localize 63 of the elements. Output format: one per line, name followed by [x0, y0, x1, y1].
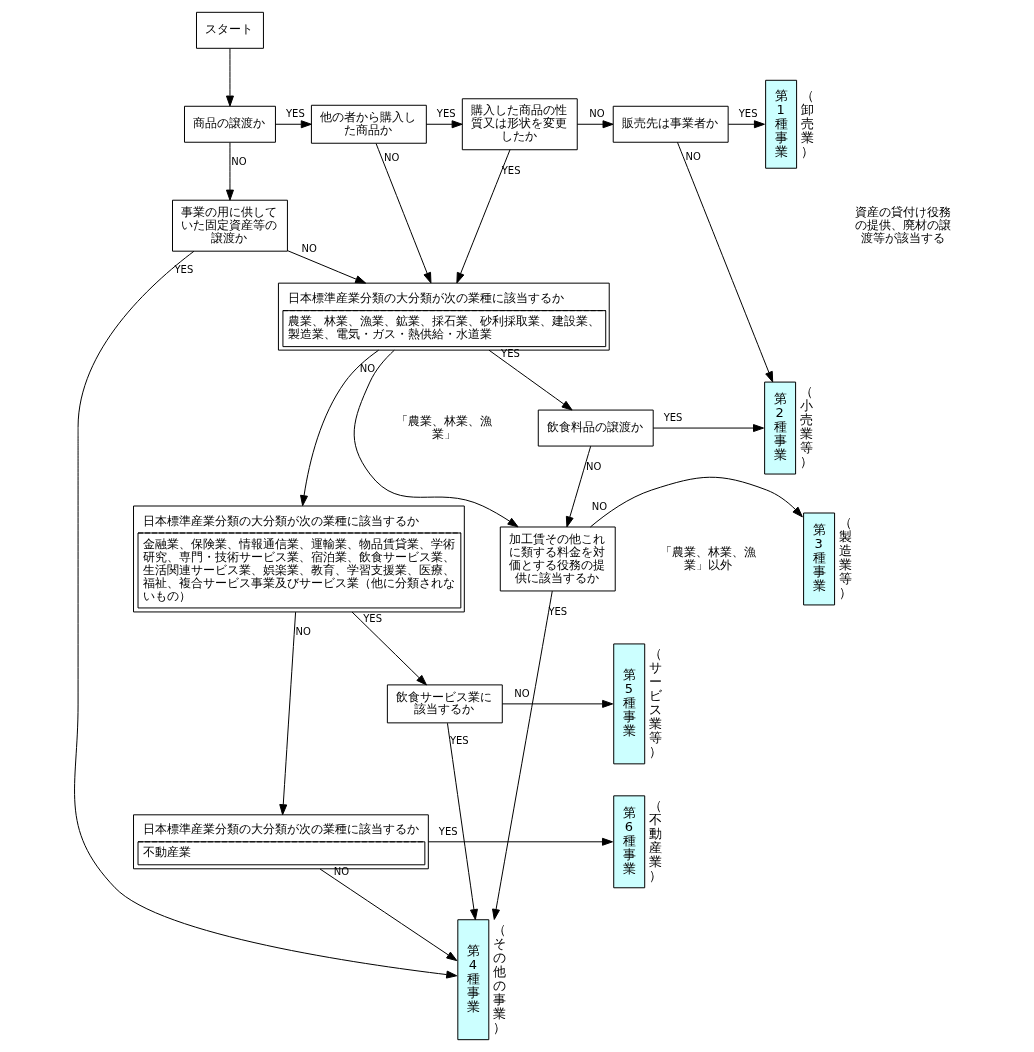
node-box: 飲食料品の譲渡か: [537, 409, 654, 447]
edge-label: NO: [301, 243, 317, 255]
arrow: [676, 141, 773, 383]
arrow: [727, 120, 765, 129]
edge-label: YES: [362, 612, 382, 624]
arrow: [353, 349, 518, 528]
arrow: [501, 699, 613, 708]
node-box: 販売先は事業者か: [612, 105, 729, 143]
edge-label: NO: [513, 688, 530, 700]
edge-label: NO: [383, 152, 399, 164]
arrow: [491, 590, 553, 920]
edge-label: YES: [174, 264, 193, 276]
arrow: [375, 143, 431, 284]
arrow: [274, 120, 312, 129]
edge-label: NO: [591, 500, 607, 512]
node-box: 飲食サービス業に該当するか: [386, 684, 503, 724]
arrow: [278, 611, 296, 816]
edge-label: YES: [438, 826, 458, 837]
edge-label: YES: [738, 108, 757, 120]
node-label: （その他の事業）: [492, 922, 506, 1036]
label: 「農業、林業、漁業」以外: [659, 544, 756, 572]
edge-label: YES: [501, 165, 521, 177]
node-label: （卸売業）: [800, 87, 814, 159]
arrow: [488, 349, 573, 411]
arrow: [319, 868, 457, 962]
edge-label: YES: [436, 108, 456, 120]
arrow: [652, 424, 764, 433]
arrow: [225, 48, 234, 107]
arrow: [425, 120, 463, 129]
arrow: [576, 120, 613, 129]
edge-label: YES: [285, 108, 305, 120]
node-label: （製造業等）: [838, 515, 852, 601]
node-box: スタート: [195, 11, 264, 49]
arrow: [455, 149, 510, 284]
arrow: [286, 250, 366, 284]
edge-label: YES: [663, 412, 682, 424]
node-label: （不動産業）: [648, 798, 662, 884]
arrow: [589, 476, 803, 528]
arrow: [427, 837, 613, 846]
node-box: 事業の用に供していた固定資産等の譲渡か: [171, 199, 288, 252]
edge-label: NO: [295, 626, 311, 638]
arrow: [351, 611, 427, 686]
label: 「農業、林業、漁業」: [395, 413, 492, 441]
arrow: [565, 445, 591, 528]
arrow: [73, 250, 457, 979]
node-box: 他の者から購入した商品か: [310, 104, 427, 144]
arrow: [225, 142, 234, 201]
edge-label: NO: [588, 108, 605, 120]
label: 資産の貸付け役務の提供、廃材の譲渡等が該当する: [854, 204, 951, 245]
node-label: （小売業等）: [799, 384, 813, 470]
edge-label: YES: [449, 735, 469, 747]
edge-label: NO: [230, 156, 247, 167]
node-box: 加工賃その他これに類する料金を対価とする役務の提供に該当するか: [499, 526, 616, 592]
node-box: 商品の譲渡か: [183, 105, 276, 143]
edge-label: NO: [359, 362, 375, 374]
edge-label: NO: [585, 461, 601, 473]
node-label: （サービス業等）: [648, 646, 662, 760]
arrow: [299, 349, 379, 507]
arrow: [446, 722, 478, 921]
edge-label: NO: [684, 150, 701, 162]
edge-label: YES: [547, 605, 567, 617]
node-box: 日本標準産業分類の大分類が次の業種に該当するか 金融業、保険業、情報通信業、運輸業、物品賃貸業、学術研究、専門・技術サービス業、宿泊業、飲食サービス業、生活関連サービス業、娯楽業、教育、学習支援業、医療、福祉、複合サービス事業及びサービス業（他に分類されないもの）: [132, 505, 465, 613]
node-box: 購入した商品の性質又は形状を変更したか: [461, 98, 578, 151]
